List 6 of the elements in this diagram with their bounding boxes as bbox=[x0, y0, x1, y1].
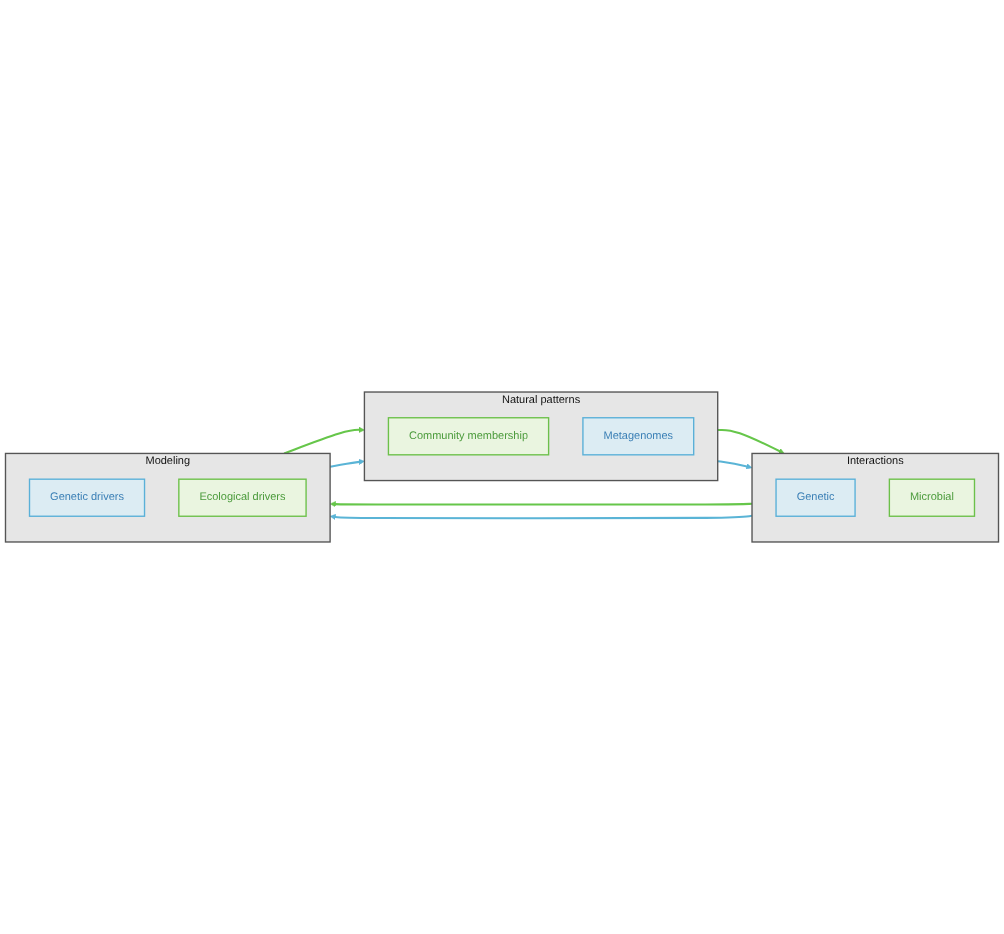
arrow bbox=[329, 501, 753, 508]
arrow bbox=[717, 428, 785, 454]
arrow bbox=[329, 458, 365, 468]
arrow bbox=[283, 426, 365, 455]
arrow bbox=[717, 460, 753, 470]
arrow bbox=[329, 513, 753, 520]
